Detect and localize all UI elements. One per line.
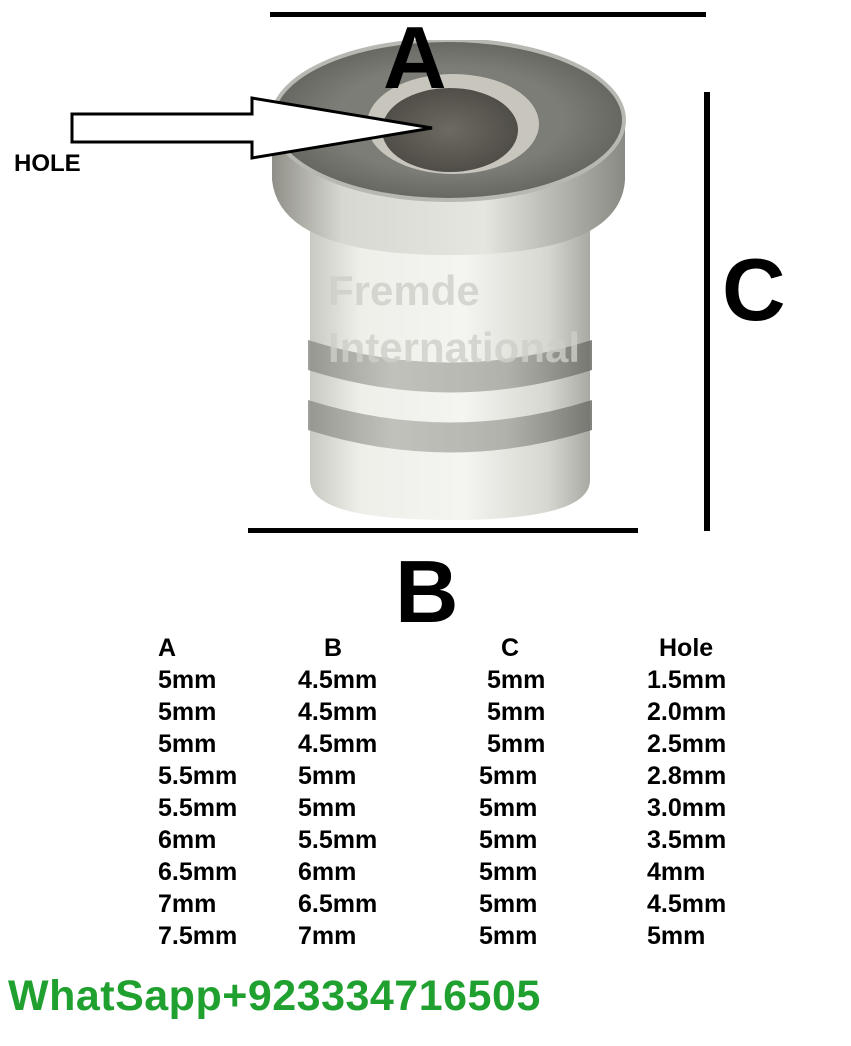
table-cell: 7mm [158, 889, 217, 918]
watermark-line-1: Fremde [328, 267, 480, 314]
table-cell: 7mm [298, 921, 357, 950]
table-cell: 3.5mm [647, 825, 727, 854]
table-cell: 5mm [487, 729, 546, 758]
dimension-line-b [248, 528, 638, 533]
dimension-line-c [704, 92, 710, 531]
bushing-hole [382, 88, 518, 172]
table-cell: 5mm [647, 921, 706, 950]
table-cell: 4mm [647, 857, 706, 886]
table-row: 6mm 5.5mm 5mm 3.5mm [158, 824, 769, 856]
table-cell: 7.5mm [158, 921, 238, 950]
table-cell: 3.0mm [647, 793, 727, 822]
table-row: 6.5mm 6mm 5mm 4mm [158, 856, 769, 888]
table-row: 5mm 4.5mm 5mm 2.0mm [158, 696, 769, 728]
table-cell: 2.0mm [647, 697, 727, 726]
table-cell: 1.5mm [647, 665, 727, 694]
table-cell: 4.5mm [298, 665, 378, 694]
table-cell: 4.5mm [647, 889, 727, 918]
table-header-row: A B C Hole [158, 632, 769, 664]
table-cell: 5mm [158, 729, 217, 758]
table-cell: 6.5mm [158, 857, 238, 886]
table-row: 7.5mm 7mm 5mm 5mm [158, 920, 769, 952]
table-body: 5mm 4.5mm 5mm 1.5mm 5mm 4.5mm 5mm 2.0mm 5mm 4.5mm… [158, 664, 769, 952]
table-cell: 5mm [479, 793, 538, 822]
table-cell: 5.5mm [298, 825, 378, 854]
table-cell: 5mm [479, 857, 538, 886]
dimension-line-a [270, 12, 706, 17]
table-cell: 4.5mm [298, 697, 378, 726]
size-table: A B C Hole 5mm 4.5mm 5mm 1.5mm 5mm 4.5mm 5mm 2.… [158, 632, 769, 952]
header-hole: Hole [659, 633, 714, 662]
header-c: C [501, 633, 520, 662]
table-cell: 6.5mm [298, 889, 378, 918]
header-a: A [158, 633, 177, 662]
table-cell: 6mm [158, 825, 217, 854]
table-cell: 2.5mm [647, 729, 727, 758]
table-row: 5mm 4.5mm 5mm 2.5mm [158, 728, 769, 760]
table-cell: 5mm [479, 825, 538, 854]
dimension-label-b: B [395, 542, 459, 641]
table-cell: 5.5mm [158, 761, 238, 790]
table-cell: 5mm [479, 889, 538, 918]
table-cell: 5mm [158, 665, 217, 694]
table-row: 5.5mm 5mm 5mm 2.8mm [158, 760, 769, 792]
table-cell: 5mm [479, 761, 538, 790]
table-cell: 5mm [298, 761, 357, 790]
table-cell: 5.5mm [158, 793, 238, 822]
table-cell: 5mm [158, 697, 217, 726]
table-cell: 6mm [298, 857, 357, 886]
dimension-label-a: A [383, 8, 447, 107]
table-row: 5mm 4.5mm 5mm 1.5mm [158, 664, 769, 696]
table-cell: 5mm [298, 793, 357, 822]
table-cell: 5mm [487, 665, 546, 694]
table-cell: 2.8mm [647, 761, 727, 790]
table-cell: 4.5mm [298, 729, 378, 758]
hole-label: HOLE [14, 150, 81, 177]
whatsapp-contact: WhatSapp+923334716505 [8, 972, 541, 1020]
table-row: 7mm 6.5mm 5mm 4.5mm [158, 888, 769, 920]
bushing-image: Fremde International [270, 40, 626, 520]
table-cell: 5mm [479, 921, 538, 950]
header-b: B [324, 633, 343, 662]
table-row: 5.5mm 5mm 5mm 3.0mm [158, 792, 769, 824]
dimension-label-c: C [722, 240, 786, 339]
bushing-groove-upper [308, 340, 592, 393]
table-cell: 5mm [487, 697, 546, 726]
watermark-line-2: International [328, 324, 580, 371]
bushing-groove-lower [308, 400, 592, 453]
